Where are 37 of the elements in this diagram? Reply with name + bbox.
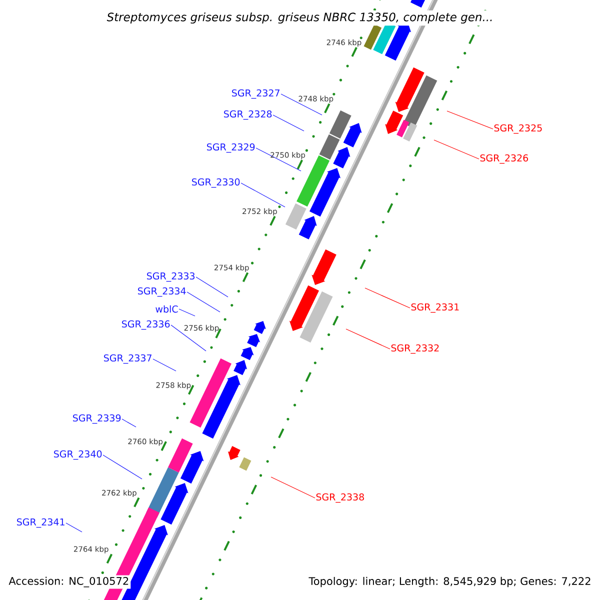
- gene-label: SGR_2340: [54, 450, 102, 460]
- summary-label: Topology: linear; Length: 8,545,929 bp; Genes: 7,222: [307, 575, 593, 589]
- gene-label: wblC: [156, 305, 178, 313]
- gene-label: SGR_2325: [494, 124, 542, 134]
- gene-label: SGR_2336: [122, 320, 170, 330]
- leader-line: [178, 308, 196, 316]
- gene-label: SGR_2328: [224, 110, 272, 120]
- gene-label: SGR_2333: [147, 272, 195, 282]
- gene-label: SGR_2330: [192, 178, 240, 188]
- leader-line: [364, 288, 410, 308]
- leader-line: [256, 148, 302, 172]
- leader-line: [170, 324, 206, 352]
- gene-label: SGR_2339: [73, 414, 121, 424]
- leader-line: [240, 182, 286, 208]
- gene-label: SGR_2327: [232, 89, 280, 99]
- gene-label: SGR_2338: [316, 493, 364, 503]
- leader-line: [434, 140, 480, 160]
- leader-line: [152, 358, 176, 372]
- gene-label: SGR_2334: [138, 287, 186, 297]
- gene-label: SGR_2326: [480, 154, 528, 164]
- leader-line: [66, 522, 82, 532]
- leader-line: [446, 110, 494, 130]
- leader-line: [272, 114, 304, 132]
- gene-label: SGR_2341: [17, 518, 64, 528]
- leader-line: [122, 418, 136, 428]
- gene-label: SGR_2337: [104, 354, 152, 364]
- leader-line: [280, 94, 322, 116]
- leader-line: [196, 276, 228, 298]
- gene-label: SGR_2332: [391, 344, 439, 354]
- leader-line: [270, 476, 316, 498]
- title: Streptomyces griseus subsp. griseus NBRC 13350, complete gen...: [104, 10, 496, 26]
- gene-label: SGR_2331: [411, 303, 459, 313]
- accession-label: Accession: NC_010572: [7, 575, 131, 589]
- gene-label: SGR_2329: [207, 143, 255, 153]
- leader-line: [102, 454, 142, 480]
- leader-line: [186, 292, 220, 312]
- leader-line: [346, 328, 390, 350]
